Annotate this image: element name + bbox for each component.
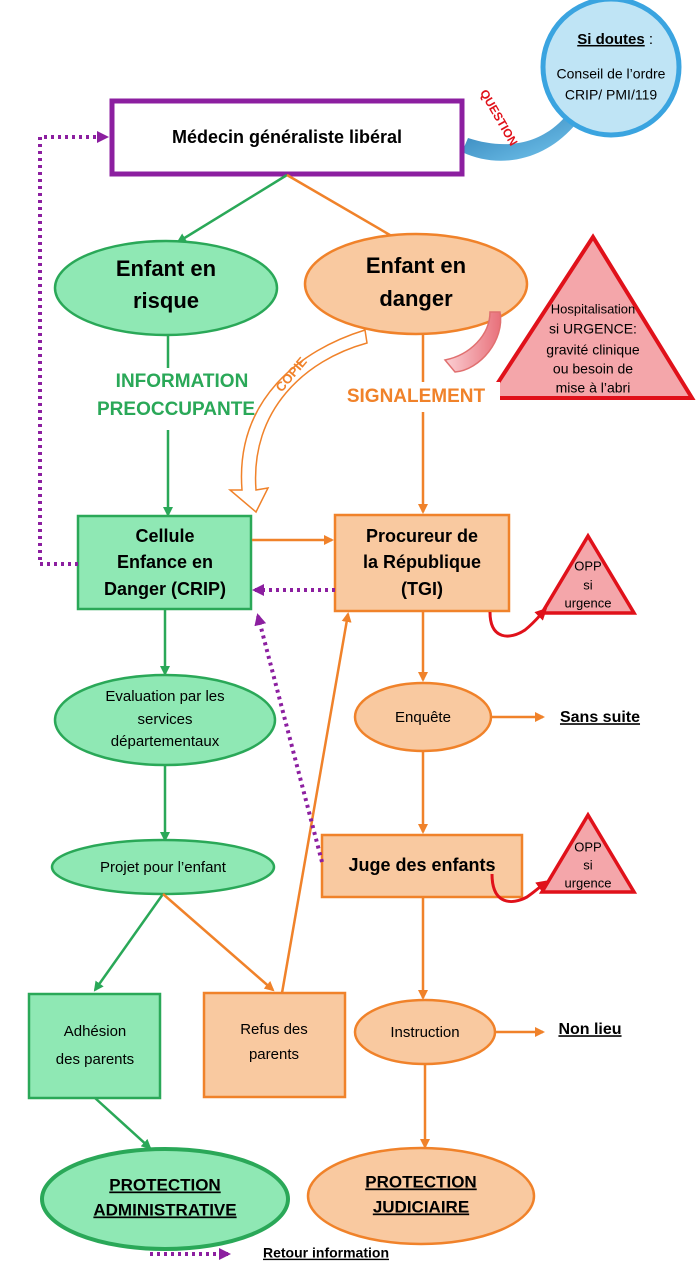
crip-line-3: Danger (CRIP) [104, 579, 226, 599]
refus-line-1: Refus des [240, 1021, 308, 1038]
opp-triangle-1 [538, 532, 638, 615]
danger-line-2: danger [379, 286, 453, 311]
procureur-line-2: la République [363, 552, 481, 572]
bubble-title-colon: : [649, 31, 653, 48]
return-crip-medecin [38, 131, 109, 566]
hospitalisation-triangle [484, 233, 696, 400]
return-juge-crip [254, 613, 324, 863]
evaluation-line-1: Evaluation par les [105, 688, 224, 705]
protection-jud-line-2: JUDICIAIRE [373, 1197, 469, 1216]
hospitalisation-curved-arrow [443, 311, 502, 373]
enfant-risque-ellipse [53, 239, 279, 337]
juge-box [320, 833, 524, 899]
adhesion-line-1: Adhésion [64, 1023, 127, 1040]
information-bg [88, 368, 258, 430]
legend-label: Retour information [263, 1245, 389, 1261]
question-bubble: Si doutes : Conseil de l’ordre CRIP/ PMI… [462, 0, 682, 161]
arrow-medecin-danger [286, 173, 404, 244]
risque-line-1: Enfant en [116, 256, 216, 281]
crip-line-1: Cellule [135, 526, 194, 546]
enquete-label: Enquête [395, 709, 451, 726]
hosp-line-2: si URGENCE: [549, 321, 637, 337]
opp-arrow-1 [488, 607, 548, 638]
opp-triangle-2 [538, 811, 638, 894]
refus-line-2: parents [249, 1046, 299, 1063]
crip-line-2: Enfance en [117, 552, 213, 572]
procureur-line-1: Procureur de [366, 526, 478, 546]
medecin-box [109, 98, 465, 177]
bubble-title: Si doutes [577, 31, 645, 48]
copie-arrow [227, 329, 368, 514]
signalement-bg [330, 382, 500, 412]
procureur-box [333, 513, 511, 613]
opp-arrow-2 [490, 873, 549, 903]
information-line-1: INFORMATION [116, 371, 249, 392]
enfant-danger-ellipse [303, 232, 529, 336]
information-line-2: PREOCCUPANTE [97, 399, 255, 420]
bubble-line-2: CRIP/ PMI/119 [565, 87, 658, 103]
instruction-label: Instruction [390, 1024, 459, 1041]
adhesion-box [27, 992, 162, 1100]
opp2-line-1: OPP [574, 839, 601, 854]
non-lieu-label: Non lieu [558, 1021, 621, 1038]
medecin-label: Médecin généraliste libéral [172, 127, 402, 147]
opp1-line-3: urgence [565, 595, 612, 610]
arrow-medecin-risque [176, 173, 288, 244]
risque-line-2: risque [133, 288, 199, 313]
evaluation-line-2: services [137, 711, 192, 728]
hosp-line-1: Hospitalisation [551, 301, 636, 316]
bubble-line-1: Conseil de l’ordre [557, 66, 666, 82]
opp2-line-3: urgence [565, 875, 612, 890]
protection-admin-line-1: PROTECTION [109, 1175, 220, 1194]
procureur-line-3: (TGI) [401, 579, 443, 599]
protection-admin-line-2: ADMINISTRATIVE [93, 1200, 236, 1219]
juge-label: Juge des enfants [348, 855, 495, 875]
evaluation-line-3: départementaux [111, 733, 220, 750]
protection-jud-line-1: PROTECTION [365, 1172, 476, 1191]
signalement-label: SIGNALEMENT [347, 386, 486, 407]
hosp-line-5: mise à l’abri [556, 380, 631, 396]
refus-box [202, 991, 347, 1099]
arrow-adhesion-protection [94, 1097, 152, 1150]
projet-label: Projet pour l’enfant [100, 859, 227, 876]
crip-box [76, 514, 253, 611]
bubble-circle [540, 0, 682, 138]
adhesion-line-2: des parents [56, 1051, 134, 1068]
hosp-line-4: ou besoin de [553, 361, 633, 377]
hosp-line-3: gravité clinique [546, 342, 640, 358]
protection-administrative-ellipse [40, 1147, 290, 1251]
danger-line-1: Enfant en [366, 253, 466, 278]
arrow-refus-procureur [280, 612, 352, 994]
opp1-line-1: OPP [574, 558, 601, 573]
opp1-line-2: si [583, 577, 593, 592]
sans-suite-label: Sans suite [560, 709, 640, 726]
opp2-line-2: si [583, 857, 593, 872]
arrow-projet-refus [162, 893, 275, 992]
bubble-tail [462, 117, 575, 161]
arrow-projet-adhesion [93, 893, 165, 992]
protection-judiciaire-ellipse [306, 1146, 536, 1246]
question-word: QUESTION [477, 87, 520, 148]
